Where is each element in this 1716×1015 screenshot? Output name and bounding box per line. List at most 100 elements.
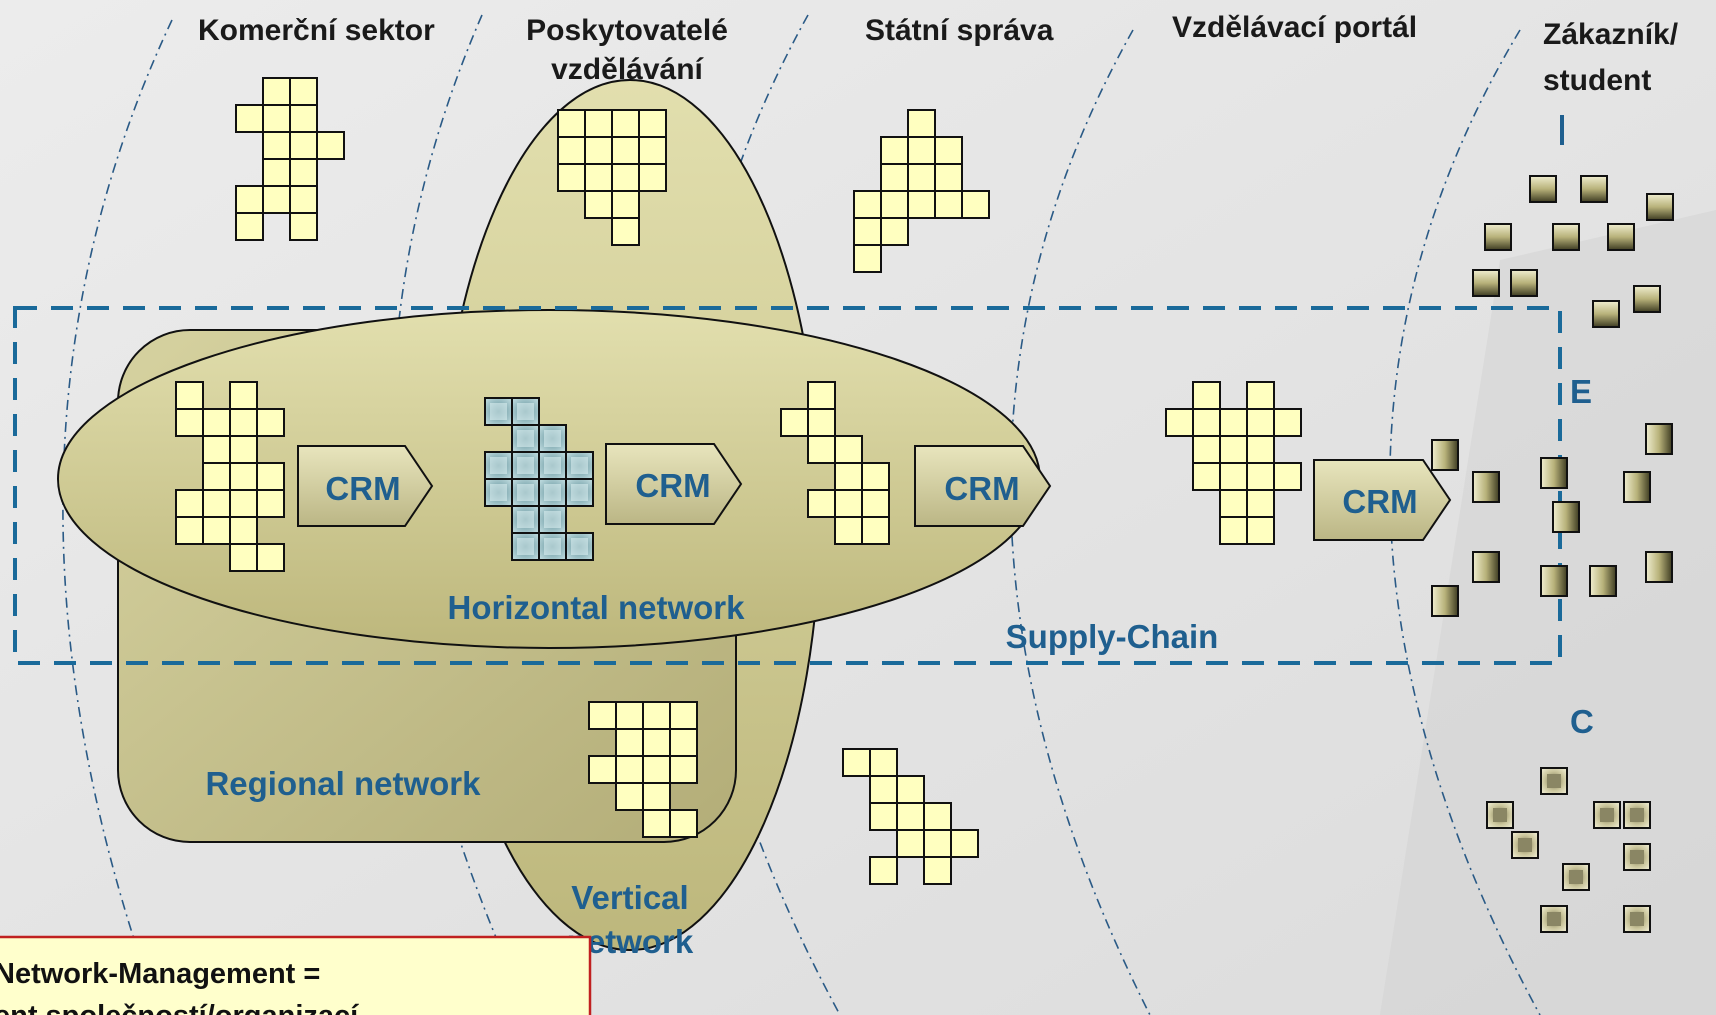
customer-square [1529, 175, 1557, 203]
cluster-state-lower [842, 748, 979, 885]
customer-square [1552, 501, 1580, 533]
crm-arrow-shape [1313, 459, 1452, 541]
block-cell [316, 131, 345, 160]
block-cell [834, 435, 863, 464]
block-cell [262, 77, 291, 106]
block-cell [638, 109, 667, 138]
customer-square [1552, 223, 1580, 251]
cluster-providers [557, 109, 667, 246]
supply-chain-frame [13, 306, 1562, 665]
segment-label-state: Státní správa [865, 14, 1054, 47]
block-cell [907, 136, 936, 165]
block-cell [1246, 462, 1275, 491]
customer-square [1484, 223, 1512, 251]
block-cell [950, 829, 979, 858]
crm-label: CRM [635, 467, 710, 504]
block-cell [923, 829, 952, 858]
block-cell [1246, 408, 1275, 437]
block-clusters [175, 77, 1302, 885]
block-cell [1246, 381, 1275, 410]
block-cell [869, 856, 898, 885]
customer-square [1633, 285, 1661, 313]
block-cell [853, 217, 882, 246]
block-cell [880, 217, 909, 246]
block-cell [869, 748, 898, 777]
block-cell [1192, 462, 1221, 491]
square-inner [1600, 808, 1614, 822]
block-cell [961, 190, 990, 219]
note-line-1: Network-Management = [0, 958, 320, 990]
block-cell-inner [490, 403, 507, 420]
block-cell [235, 212, 264, 241]
crm-arrow-4: CRM [1313, 459, 1452, 541]
block-cell [229, 408, 258, 437]
block-cell [256, 489, 285, 518]
block-cell-inner [544, 484, 561, 501]
crm-label: CRM [325, 470, 400, 507]
block-cell [1246, 435, 1275, 464]
customer-square [1623, 471, 1651, 503]
block-cell [229, 381, 258, 410]
block-cell [896, 775, 925, 804]
block-cell [235, 185, 264, 214]
block-cell [557, 136, 586, 165]
block-cell [669, 728, 698, 757]
square-inner [1630, 850, 1644, 864]
square-inner [1518, 838, 1532, 852]
block-cell [1246, 516, 1275, 545]
block-cell [842, 748, 871, 777]
divider-line-5 [1389, 29, 1541, 1015]
block-cell [229, 462, 258, 491]
cluster-state [853, 109, 990, 273]
square-inner [1493, 808, 1507, 822]
block-cell [289, 131, 318, 160]
block-cell [1192, 381, 1221, 410]
block-cell [289, 104, 318, 133]
block-cell [1273, 462, 1302, 491]
customer-square [1645, 551, 1673, 583]
block-cell [807, 489, 836, 518]
crm-arrow-shape [297, 445, 434, 527]
block-cell [869, 775, 898, 804]
block-cell [584, 136, 613, 165]
crm-arrow-1: CRM [297, 445, 434, 527]
block-cell [1273, 408, 1302, 437]
block-cell [638, 163, 667, 192]
segment-label-providers: Poskytovatelé [526, 14, 728, 47]
divider-line-2 [390, 14, 531, 1015]
block-cell [262, 158, 291, 187]
customer-square [1580, 175, 1608, 203]
block-cell [235, 104, 264, 133]
crm-label: CRM [944, 470, 1019, 507]
block-cell-inner [544, 538, 561, 555]
block-cell [934, 136, 963, 165]
block-cell [557, 163, 586, 192]
block-cell [611, 190, 640, 219]
block-cell [557, 109, 586, 138]
block-cell [807, 435, 836, 464]
cluster-horizontal-right [780, 381, 890, 545]
block-cell-inner [544, 430, 561, 447]
customer-square [1472, 551, 1500, 583]
square-inner [1630, 808, 1644, 822]
block-cell [896, 829, 925, 858]
square-inner [1547, 774, 1561, 788]
customer-square [1623, 905, 1651, 933]
block-cell [565, 451, 594, 480]
segment-label-commercial: Komerční sektor [198, 14, 435, 47]
block-cell [642, 782, 671, 811]
block-cell [934, 163, 963, 192]
note-box [0, 935, 592, 1015]
block-cell [880, 163, 909, 192]
crm-label: CRM [1342, 483, 1417, 520]
block-cell [1246, 489, 1275, 518]
block-cell [202, 408, 231, 437]
customer-squares [1431, 175, 1674, 933]
note-line-2: ent společností/organizací [0, 1000, 359, 1015]
cluster-horizontal-center [484, 397, 594, 561]
block-cell [807, 408, 836, 437]
block-cell [642, 755, 671, 784]
cluster-portal [1165, 381, 1302, 545]
segment-label-providers-line2: vzdělávání [551, 53, 704, 86]
